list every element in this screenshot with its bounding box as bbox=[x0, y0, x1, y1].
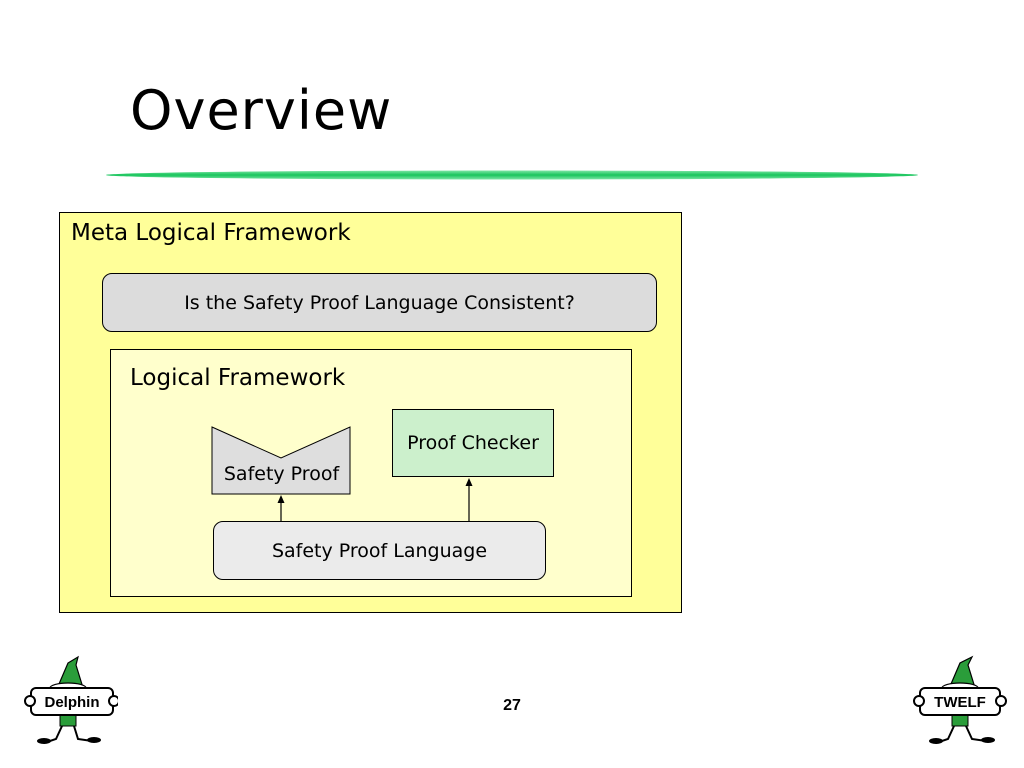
delphin-logo: Delphin bbox=[24, 655, 118, 744]
twelf-logo: TWELF bbox=[913, 655, 1007, 744]
logical-framework-label: Logical Framework bbox=[130, 365, 346, 391]
proof-checker-label: Proof Checker bbox=[407, 432, 539, 454]
safety-proof-language-label: Safety Proof Language bbox=[271, 539, 488, 562]
safety-proof-shape bbox=[211, 426, 351, 495]
safety-proof-language-box: Safety Proof Language bbox=[213, 521, 546, 580]
consistency-question-label: Is the Safety Proof Language Consistent? bbox=[184, 291, 575, 314]
proof-checker-box: Proof Checker bbox=[392, 409, 554, 477]
meta-logical-framework-label: Meta Logical Framework bbox=[71, 220, 351, 246]
slide-title: Overview bbox=[130, 79, 393, 142]
consistency-question-box: Is the Safety Proof Language Consistent? bbox=[102, 273, 657, 332]
twelf-logo-text: TWELF bbox=[934, 694, 986, 711]
delphin-logo-text: Delphin bbox=[45, 694, 100, 711]
title-underline bbox=[106, 170, 918, 180]
arrowhead-proof-checker bbox=[465, 478, 473, 486]
safety-proof-label: Safety Proof bbox=[223, 463, 340, 485]
page-number: 27 bbox=[503, 697, 521, 714]
arrowhead-safety-proof bbox=[277, 495, 285, 503]
